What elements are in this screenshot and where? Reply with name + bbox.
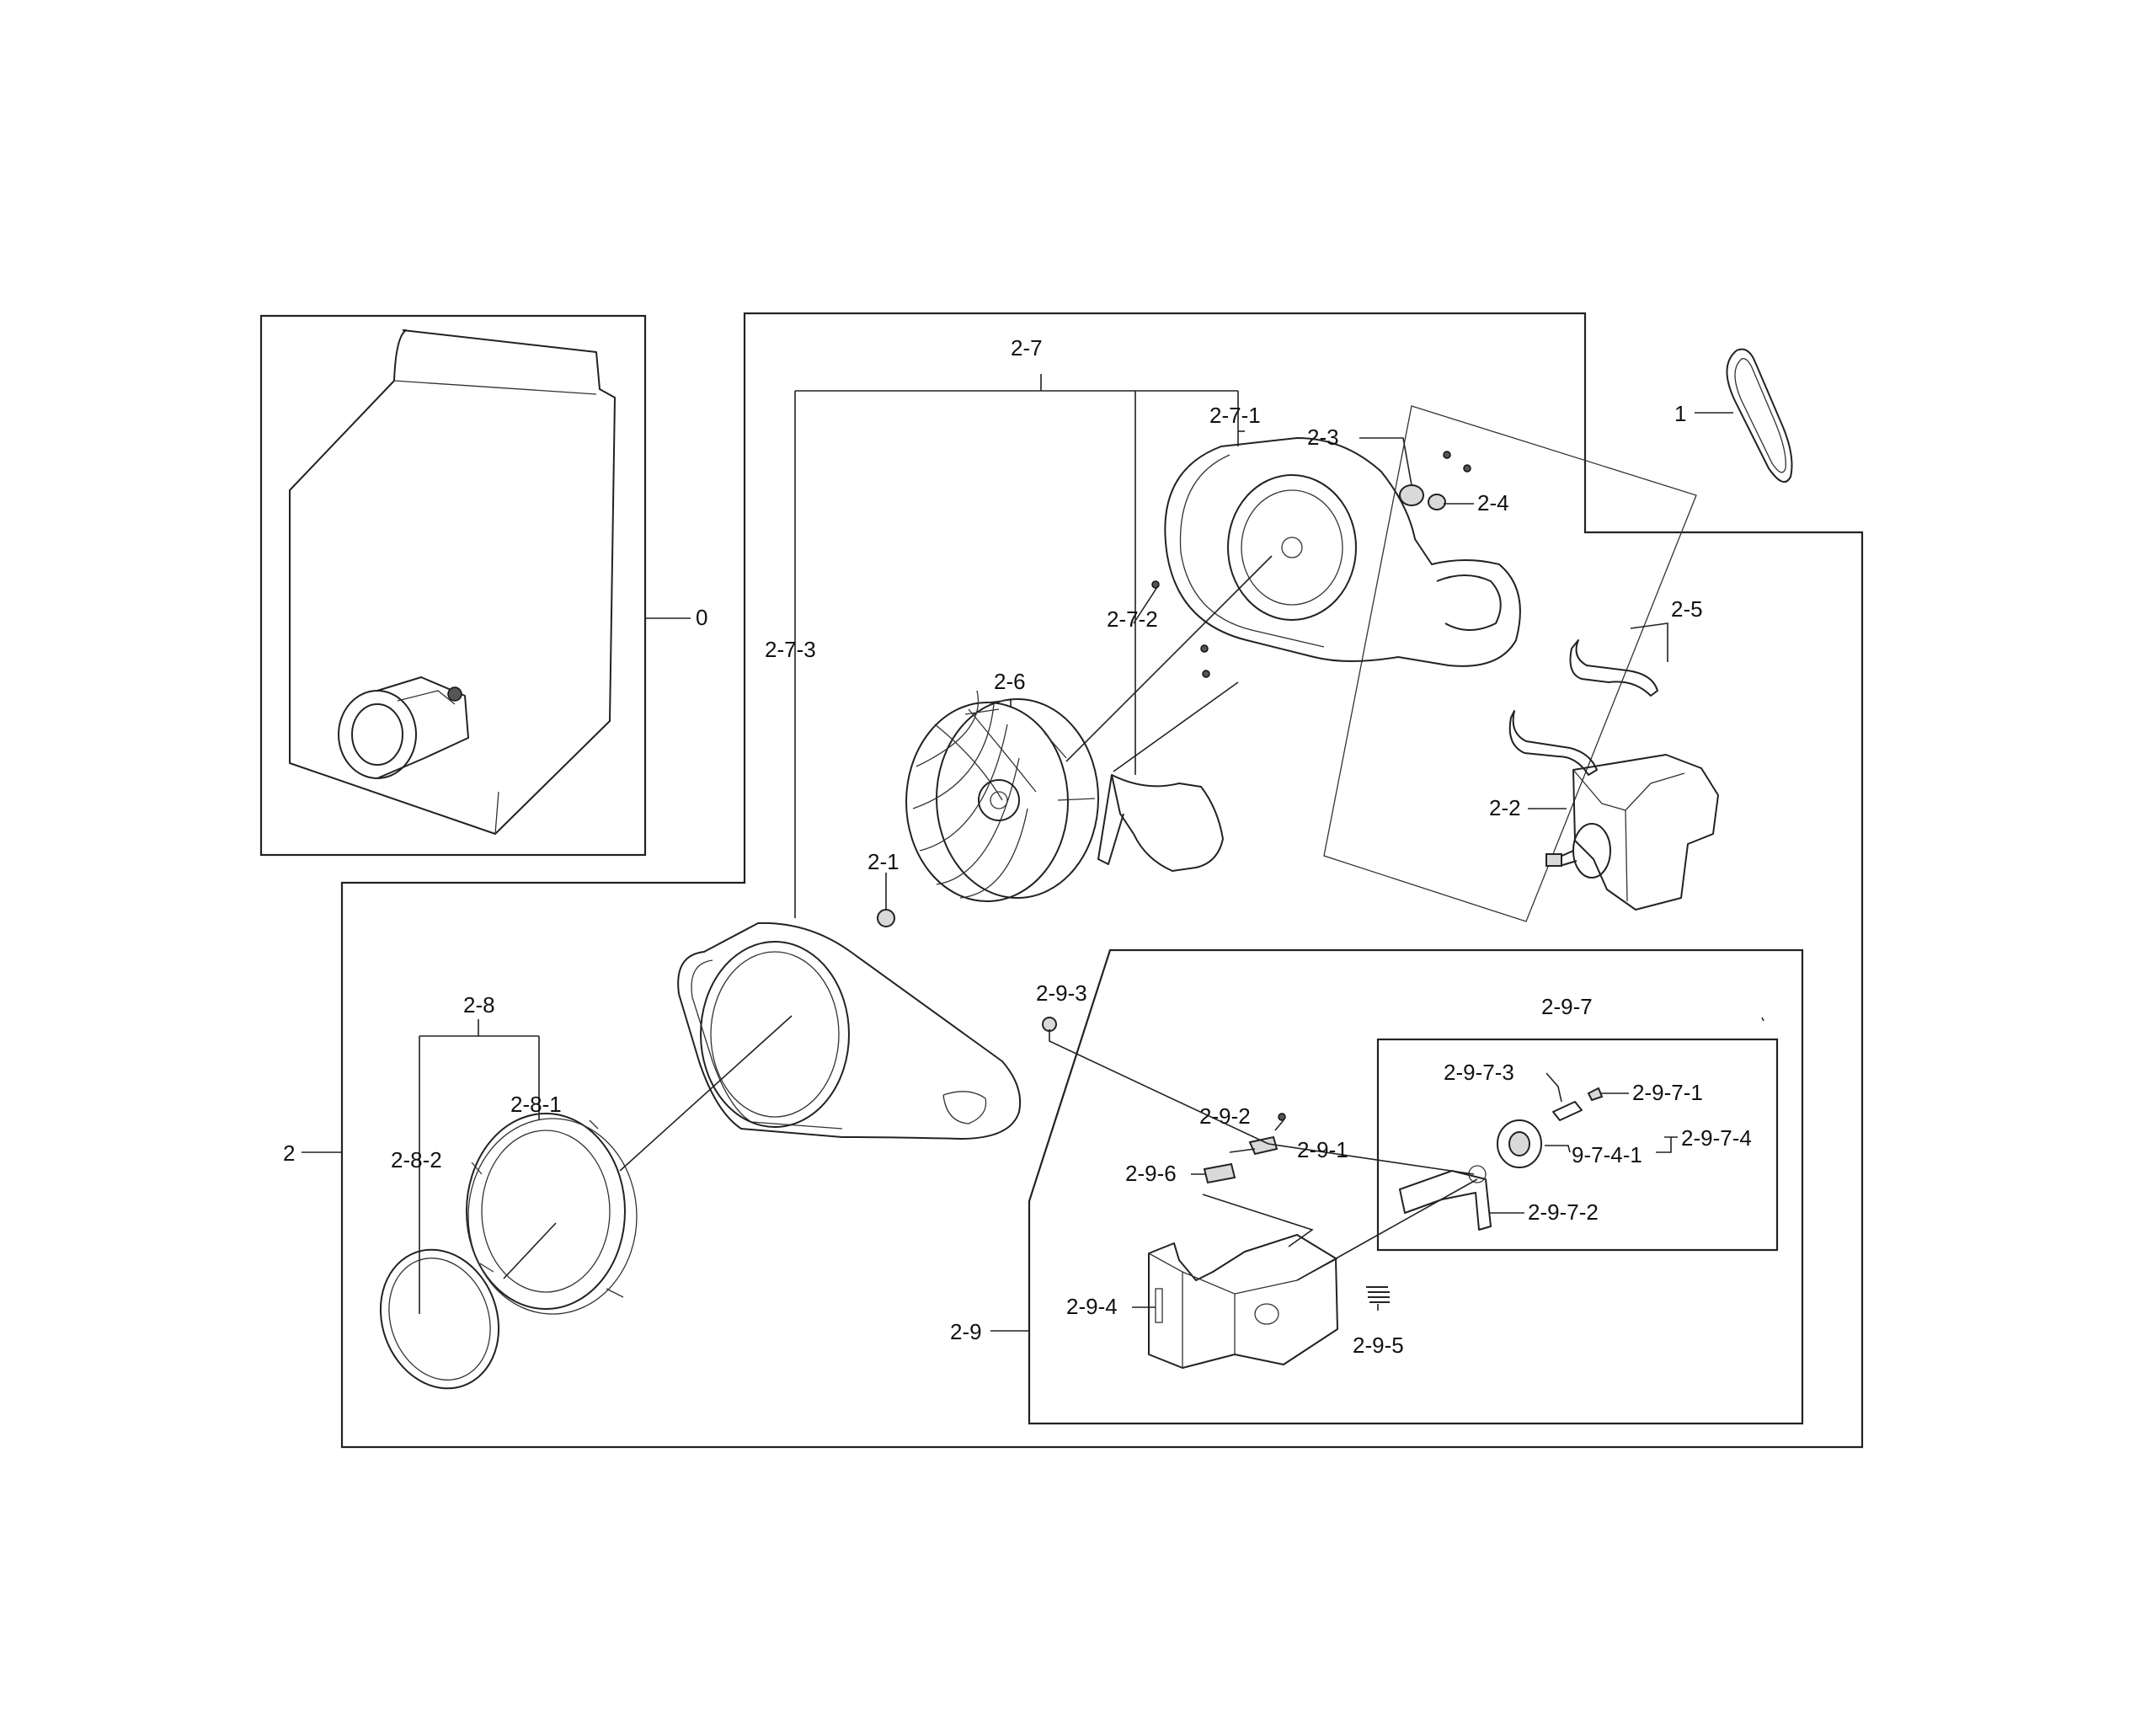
label-2-9-7: 2-9-7 bbox=[1541, 994, 1593, 1019]
part-2-2-drive-motor bbox=[1545, 754, 1719, 911]
part-2-8-1-front-ring bbox=[466, 1113, 638, 1315]
label-2-7-2: 2-7-2 bbox=[1107, 606, 1158, 632]
label-2-7: 2-7 bbox=[1011, 335, 1043, 361]
part-2-4-bracket bbox=[1428, 494, 1446, 510]
leader-lines bbox=[302, 374, 1764, 1332]
label-2-2: 2-2 bbox=[1489, 795, 1521, 820]
part-2-9-7-4-pulley-assembly bbox=[1497, 1119, 1542, 1168]
assembly-2-frame bbox=[340, 312, 1864, 1449]
part-2-7-1-fan-housing-rear bbox=[1164, 437, 1521, 667]
label-2-8-1: 2-8-1 bbox=[510, 1092, 562, 1117]
part-2-9-3-screw bbox=[1042, 1017, 1057, 1032]
part-2-7-3-fan-housing-front bbox=[677, 921, 1022, 1140]
label-2-1: 2-1 bbox=[867, 849, 900, 874]
label-2-9-3: 2-9-3 bbox=[1036, 980, 1087, 1006]
part-2-3-idler-pulley bbox=[1399, 451, 1471, 506]
label-2-9-7-4: 2-9-7-4 bbox=[1681, 1125, 1752, 1151]
assembly-2-9-7-frame bbox=[1376, 1038, 1779, 1252]
label-2-6: 2-6 bbox=[994, 669, 1026, 694]
motor-zone-outline bbox=[1323, 405, 1697, 922]
part-2-7-2-blower-duct bbox=[1097, 774, 1224, 872]
part-2-9-1-switch bbox=[1248, 1135, 1279, 1156]
label-2-9: 2-9 bbox=[950, 1319, 982, 1344]
label-1: 1 bbox=[1674, 401, 1686, 426]
part-1-drive-belt bbox=[1726, 348, 1793, 483]
part-2-9-2-screw bbox=[1278, 1113, 1286, 1121]
part-2-1-wheel-nut bbox=[877, 909, 895, 927]
label-2-5: 2-5 bbox=[1671, 596, 1703, 622]
label-2-7-3: 2-7-3 bbox=[765, 637, 816, 662]
part-0-cabinet bbox=[289, 329, 616, 835]
label-2-9-4: 2-9-4 bbox=[1066, 1294, 1118, 1319]
part-2-9-6-switch bbox=[1203, 1162, 1236, 1184]
label-2-4: 2-4 bbox=[1477, 490, 1509, 515]
label-2-9-1: 2-9-1 bbox=[1297, 1137, 1348, 1162]
label-2: 2 bbox=[283, 1140, 295, 1166]
part-2-9-7-3-shaft bbox=[1552, 1101, 1583, 1121]
part-2-9-7-2-bracket bbox=[1399, 1165, 1492, 1231]
label-2-8: 2-8 bbox=[463, 992, 495, 1018]
label-0: 0 bbox=[696, 605, 707, 630]
label-2-9-6: 2-9-6 bbox=[1125, 1161, 1177, 1186]
label-9-7-4-1: 9-7-4-1 bbox=[1572, 1142, 1642, 1167]
part-2-6-blower-wheel bbox=[905, 690, 1099, 902]
label-2-9-7-1: 2-9-7-1 bbox=[1632, 1080, 1703, 1105]
label-2-9-7-3: 2-9-7-3 bbox=[1444, 1060, 1514, 1085]
label-2-9-7-2: 2-9-7-2 bbox=[1528, 1199, 1599, 1225]
label-2-9-5: 2-9-5 bbox=[1353, 1333, 1404, 1358]
part-2-8-2-felt-seal bbox=[379, 1248, 500, 1390]
part-2-9-7-1-cap bbox=[1587, 1087, 1604, 1102]
label-2-3: 2-3 bbox=[1307, 425, 1339, 450]
label-2-8-2: 2-8-2 bbox=[391, 1147, 442, 1172]
part-2-9-5-spring bbox=[1366, 1286, 1390, 1303]
assembly-0-frame bbox=[259, 314, 647, 857]
label-2-9-2: 2-9-2 bbox=[1199, 1103, 1251, 1129]
assembly-2-9-frame bbox=[1028, 948, 1804, 1425]
part-2-5-motor-clamps bbox=[1508, 639, 1658, 776]
part-2-9-4-mount-bracket bbox=[1148, 1234, 1338, 1369]
label-2-7-1: 2-7-1 bbox=[1209, 403, 1261, 428]
